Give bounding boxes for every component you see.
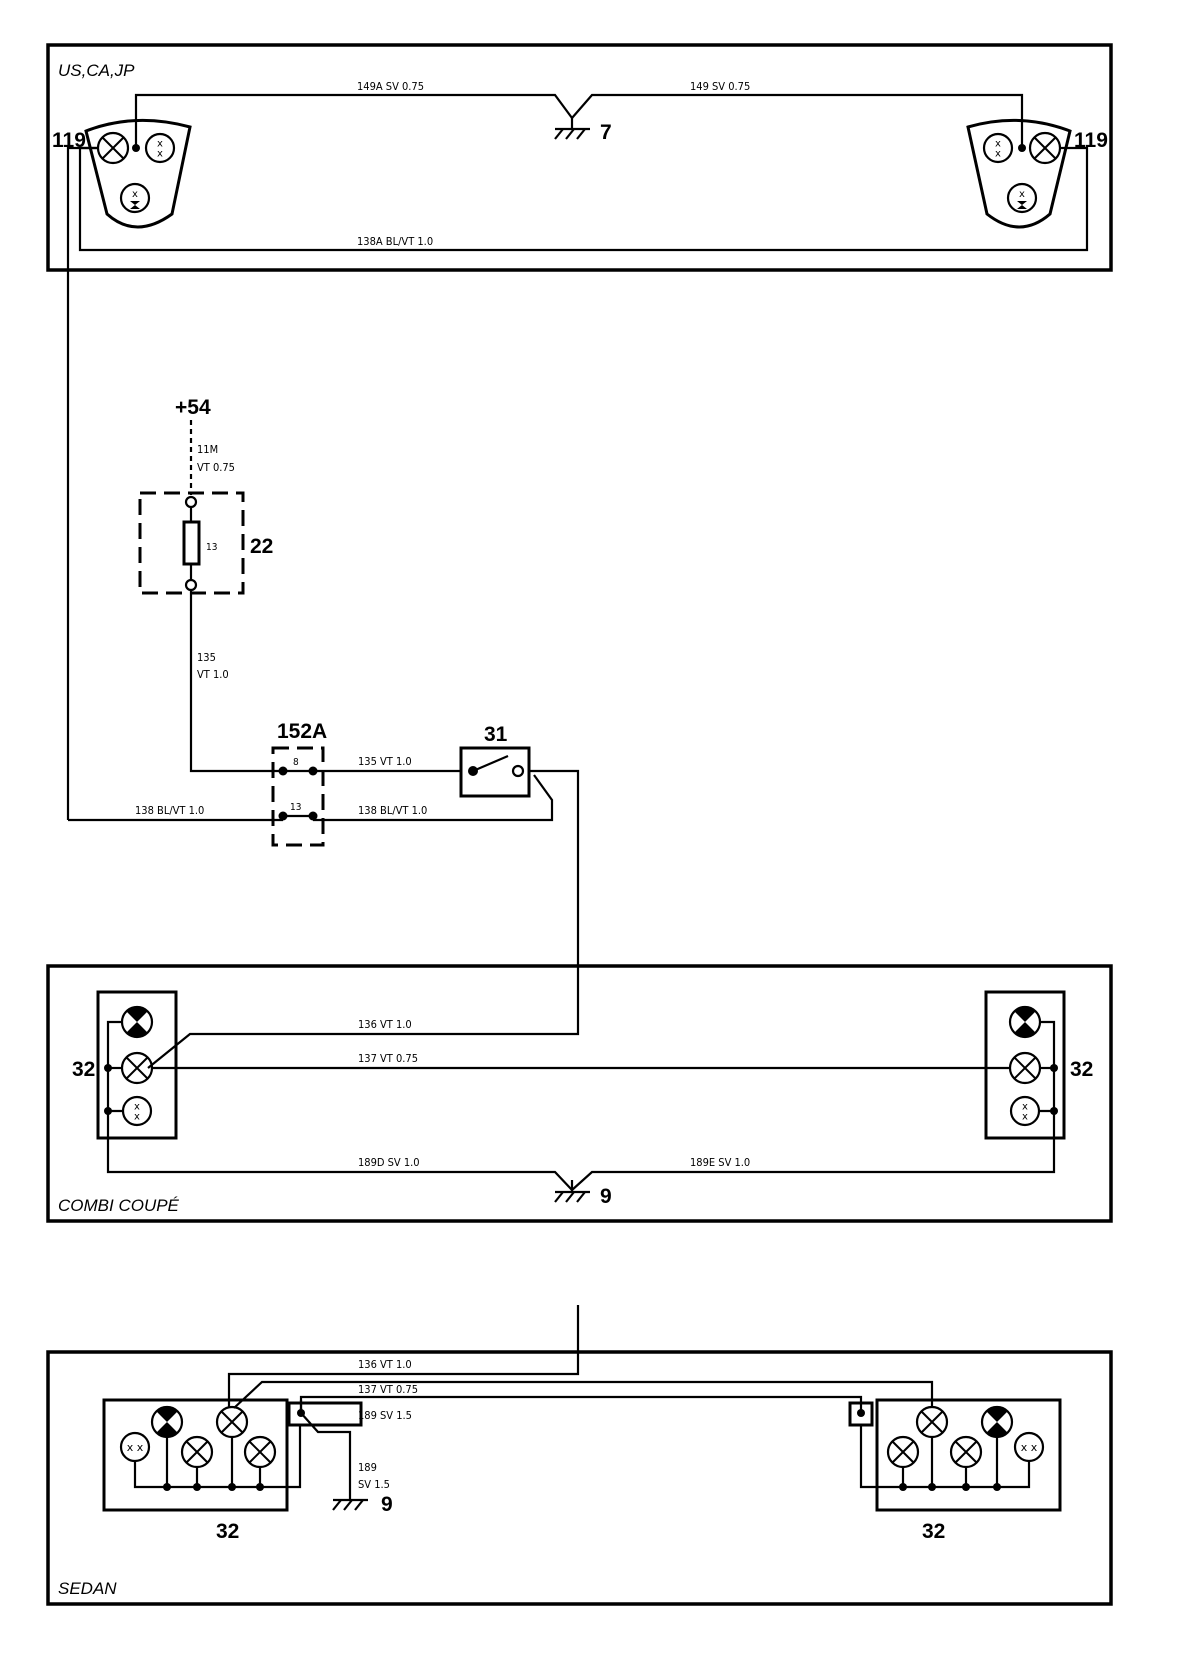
wire-label-149a: 149A SV 0.75 [357, 80, 424, 93]
lamp-x-icon [915, 1405, 949, 1439]
wire-label-136-sedan: 136 VT 1.0 [358, 1358, 412, 1371]
lamp-x-icon [1008, 1051, 1042, 1085]
terminal-icon [184, 495, 198, 509]
switch-contact-icon [472, 754, 509, 773]
label-ground-9: 9 [600, 1185, 612, 1208]
wire-label-11m-code: 11M [197, 443, 218, 456]
lamp-x-icon [180, 1435, 214, 1469]
wire-138-riser [66, 146, 98, 820]
lamp-xx-icon [119, 1431, 151, 1463]
wire-189d [106, 1111, 573, 1191]
wire-label-135-h: 135 VT 1.0 [358, 755, 412, 768]
lamp-internal-wire [859, 1413, 1031, 1489]
connector-152a [271, 746, 325, 847]
wire-189-sedan [299, 1395, 863, 1413]
lamp-xx-icon [1009, 1095, 1041, 1127]
region-us-ca-jp: US,CA,JP 119 119 149A SV 0.75 149 SV 0.7… [46, 43, 1113, 820]
wire-label-189d: 189D SV 1.0 [358, 1156, 420, 1169]
lamp-fog-icon [119, 182, 151, 214]
wire-149 [571, 93, 1024, 148]
wire-label-138a: 138A BL/VT 1.0 [357, 235, 433, 248]
region-box-middle [46, 964, 1113, 1223]
wire-label-137: 137 VT 0.75 [358, 1052, 418, 1065]
ground-icon [554, 1180, 590, 1203]
wire-136-down [529, 769, 580, 1026]
wire-137-sedan [233, 1380, 934, 1409]
wire-label-135-code: 135 [197, 651, 216, 664]
lamp-x-icon [949, 1435, 983, 1469]
lamp-fog-icon [1006, 182, 1038, 214]
label-pin-8: 8 [293, 757, 299, 768]
region-label-middle: COMBI COUPÉ [58, 1196, 180, 1215]
ground-icon [332, 1498, 368, 1511]
wire-138a [78, 146, 1089, 252]
lamp-x-icon [886, 1435, 920, 1469]
lamp-xx-icon [1013, 1431, 1045, 1463]
lamp-x-icon [120, 1051, 154, 1085]
wire-135-vertical [189, 590, 283, 773]
terminal-icon [184, 578, 198, 592]
ground-icon [554, 118, 590, 140]
lamp-black-icon [980, 1405, 1014, 1439]
label-fuse-13: 13 [206, 542, 217, 553]
lamp-internal-wire [133, 1413, 302, 1489]
wire-136 [147, 1026, 580, 1069]
wire-label-189-code: 189 [358, 1461, 377, 1474]
label-switch-31: 31 [484, 723, 508, 746]
lamp-xx-icon [121, 1095, 153, 1127]
wire-149a [134, 93, 573, 148]
label-32-sedan-right: 32 [922, 1520, 945, 1543]
wire-189-ground [300, 1412, 352, 1500]
lamp-black-icon [120, 1005, 154, 1039]
region-sedan: SEDAN 32 3 [46, 1305, 1113, 1606]
control-circuit: +54 11M VT 0.75 22 13 135 VT 1.0 152A 8 … [68, 396, 580, 1026]
region-box-bottom [46, 1350, 1113, 1606]
wire-138-right [313, 774, 554, 822]
label-119-left: 119 [52, 129, 86, 152]
label-119-right: 119 [1074, 129, 1108, 152]
label-pin-13: 13 [290, 802, 301, 813]
label-ground-9-sedan: 9 [381, 1493, 393, 1516]
label-32-sedan-left: 32 [216, 1520, 239, 1543]
wire-189e [571, 1111, 1056, 1191]
region-label-bottom: SEDAN [58, 1579, 117, 1598]
region-combi-coupe: COMBI COUPÉ 32 32 136 VT 1.0 137 VT 0.75… [46, 964, 1113, 1223]
lamp-black-icon [150, 1405, 184, 1439]
wire-label-136: 136 VT 1.0 [358, 1018, 412, 1031]
label-supply-54: +54 [175, 396, 211, 419]
wire-label-189-sedan-visible: 189 SV 1.5 [358, 1409, 412, 1422]
wire-label-11m-spec: VT 0.75 [197, 461, 235, 474]
label-32-right: 32 [1070, 1058, 1093, 1081]
wire-label-138-left: 138 BL/VT 1.0 [135, 804, 204, 817]
wire-label-149: 149 SV 0.75 [690, 80, 750, 93]
lamp-xx-icon [982, 132, 1014, 164]
label-ground-7: 7 [600, 121, 612, 144]
lamp-x-icon [215, 1405, 249, 1439]
label-32-left: 32 [72, 1058, 95, 1081]
label-connector-152a: 152A [277, 720, 327, 743]
region-label-top: US,CA,JP [58, 61, 135, 80]
wire-136-sedan [227, 1370, 580, 1408]
wire-label-189e: 189E SV 1.0 [690, 1156, 750, 1169]
wire-label-135-spec: VT 1.0 [197, 668, 229, 681]
lamp-x-icon [96, 131, 130, 165]
lamp-x-icon [1028, 131, 1062, 165]
lamp-x-icon [243, 1435, 277, 1469]
wire-label-137-sedan: 137 VT 0.75 [358, 1383, 418, 1396]
fuse-icon [182, 520, 201, 566]
lamp-xx-icon [144, 132, 176, 164]
region-box-top [46, 43, 1113, 272]
label-fuse-box-22: 22 [250, 535, 273, 558]
wire-label-189-spec: SV 1.5 [358, 1478, 390, 1491]
lamp-black-icon [1008, 1005, 1042, 1039]
wire-label-138-right: 138 BL/VT 1.0 [358, 804, 427, 817]
